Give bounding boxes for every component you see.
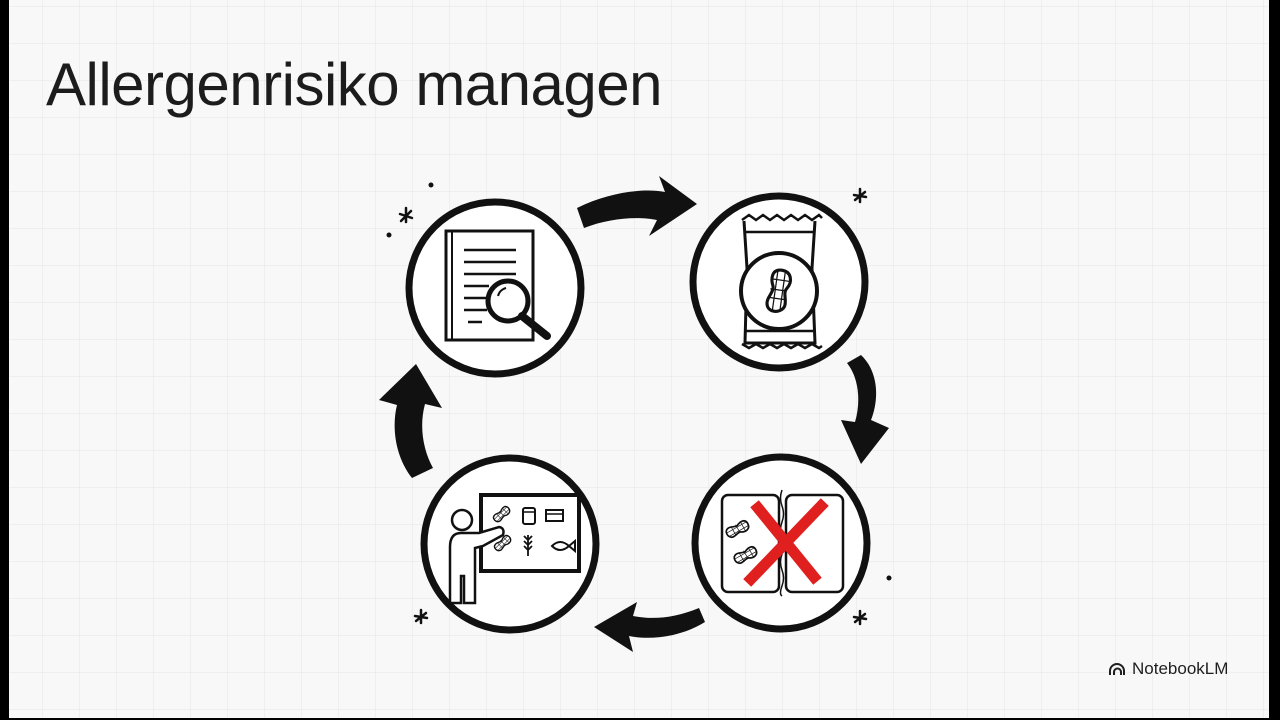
slide: Allergenrisiko managen [9,0,1269,718]
separation-cross-icon [720,489,845,597]
page-title: Allergenrisiko managen [46,51,663,118]
fish-icon [550,538,576,554]
milk-bottle-icon [522,507,536,525]
peanut-package-icon [739,213,823,350]
allergen-cycle-diagram [379,176,892,652]
brand-label: NotebookLM [1132,659,1229,678]
card-icon [545,509,564,522]
red-cross-icon [743,498,829,587]
step-4-staff-training [420,454,600,634]
cycle-arrow-4 [379,364,442,478]
sparkle-decorations [386,182,892,626]
document-magnifier-icon [444,229,551,342]
cycle-arrow-1 [577,176,697,236]
cycle-arrow-2 [841,355,889,464]
notebooklm-brand: NotebookLM [1108,659,1228,679]
wheat-icon [523,535,533,556]
step-1-review-documents [405,198,585,378]
cycle-arrow-3 [594,602,705,652]
notebooklm-logo-icon [1109,663,1125,675]
step-3-separate-allergens [691,453,871,633]
step-2-peanut-package [689,192,869,372]
teacher-allergen-board-icon [448,493,581,605]
